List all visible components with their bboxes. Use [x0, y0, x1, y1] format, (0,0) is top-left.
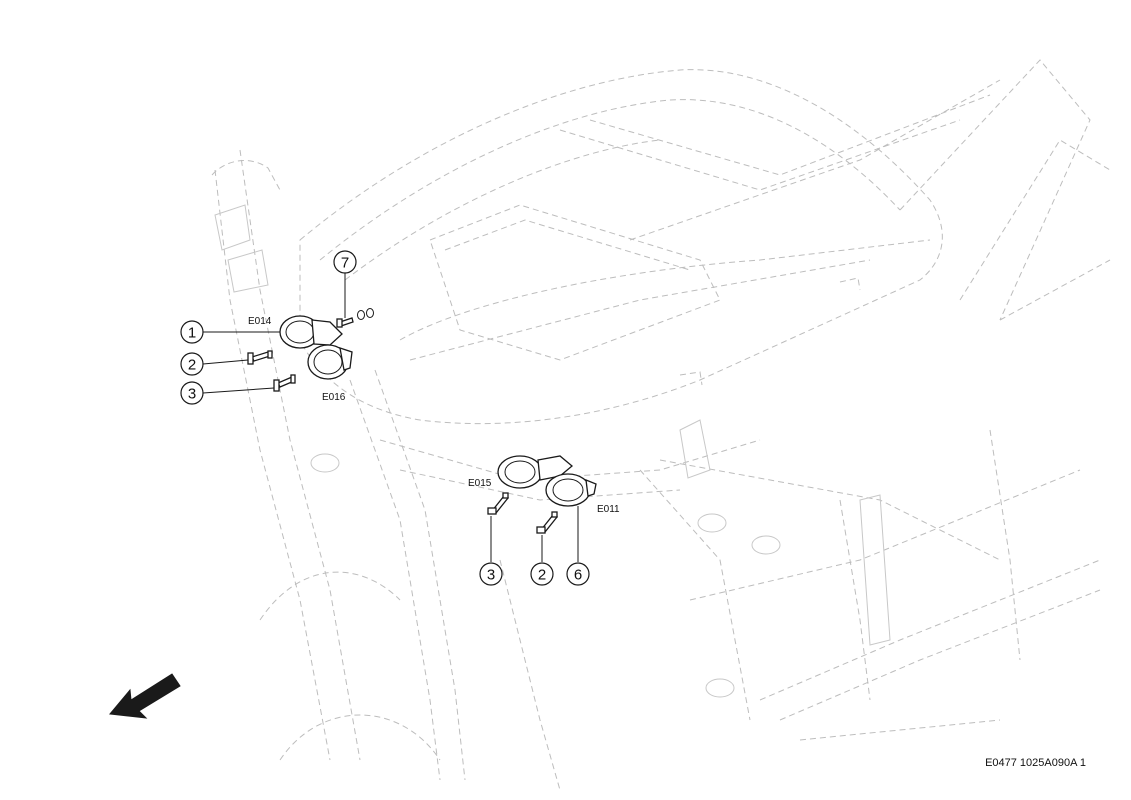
- callout-7: 7: [333, 250, 357, 274]
- callout-7-number: 7: [341, 255, 349, 272]
- tractor-cab-outline: [211, 59, 1111, 791]
- code-label-e014: E014: [248, 316, 272, 327]
- callout-2-left: 2: [180, 352, 204, 376]
- bolt-7: [336, 308, 374, 328]
- reference-code: E0477 1025A090A 1: [985, 757, 1086, 769]
- callout-3-left-number: 3: [188, 386, 196, 403]
- bolt-3-left: [273, 374, 296, 392]
- headlamp-e016: [307, 344, 353, 380]
- callout-2-right: 2: [530, 562, 554, 586]
- callout-3-right-number: 3: [487, 567, 495, 584]
- bolt-3-right: [487, 492, 510, 515]
- code-label-e015: E015: [468, 478, 492, 489]
- bolt-2-right: [536, 511, 559, 534]
- callout-3-right: 3: [479, 562, 503, 586]
- headlamp-e011: [545, 473, 597, 507]
- bolt-2-left: [247, 350, 273, 365]
- callout-1-number: 1: [188, 325, 196, 342]
- code-label-e011: E011: [597, 504, 620, 515]
- direction-arrow-icon: [109, 673, 181, 719]
- callout-1: 1: [180, 320, 204, 344]
- callout-2-right-number: 2: [538, 567, 546, 584]
- callout-6: 6: [566, 562, 590, 586]
- headlamp-e014: [279, 315, 343, 349]
- callout-3-left: 3: [180, 381, 204, 405]
- code-label-e016: E016: [322, 392, 346, 403]
- headlamp-e015: [497, 455, 574, 489]
- callout-6-number: 6: [574, 567, 582, 584]
- callout-2-left-number: 2: [188, 357, 196, 374]
- leader-lines: [202, 273, 579, 562]
